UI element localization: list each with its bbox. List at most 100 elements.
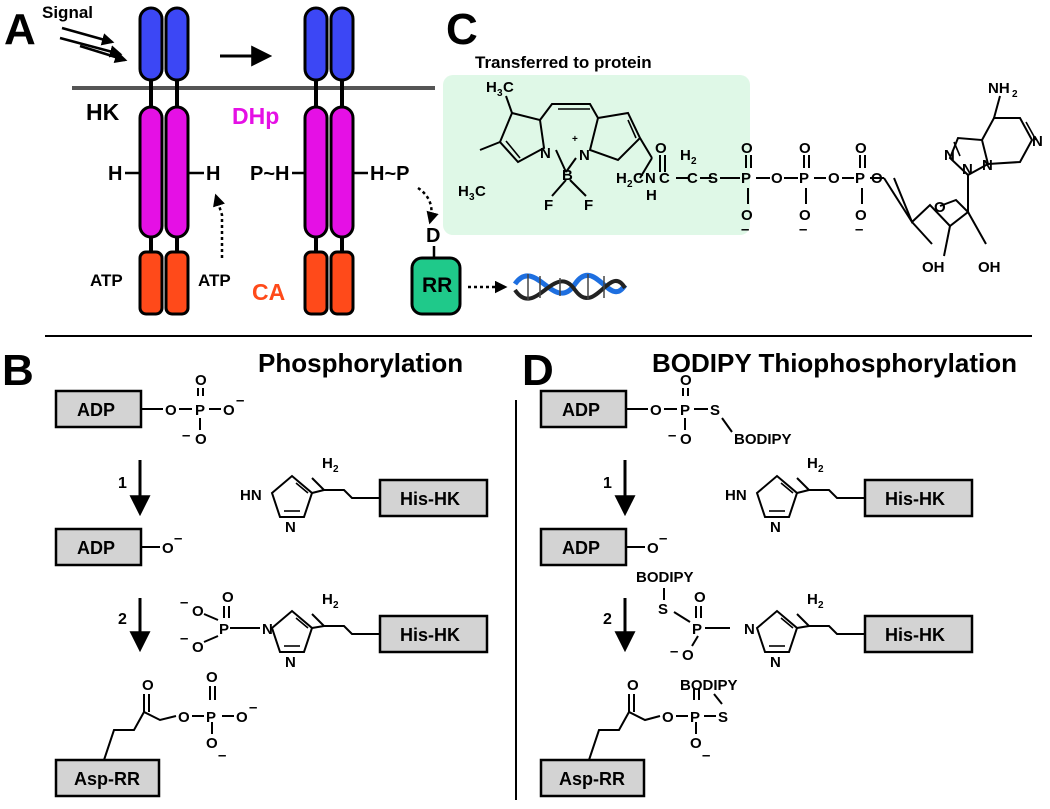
atom-hn: HN <box>725 487 747 504</box>
ca-domain <box>164 250 190 316</box>
atom-o: O <box>871 170 883 187</box>
atom-h: H <box>616 170 627 187</box>
atom-o: O <box>650 402 662 419</box>
atom-o: O <box>682 647 694 664</box>
atom-n: N <box>770 654 781 671</box>
hk-dimer-right <box>292 6 368 316</box>
atom-o: O <box>647 540 659 557</box>
atom-h: H <box>322 591 333 608</box>
rr-label: RR <box>422 274 452 297</box>
asp-rr-box <box>54 758 161 798</box>
his-hk-box <box>863 614 974 654</box>
atom-o: O <box>655 140 667 157</box>
adp-label: ADP <box>562 400 600 420</box>
atom-h: H <box>646 187 657 204</box>
subscript: 2 <box>691 156 697 167</box>
charge-minus: – <box>668 427 676 444</box>
dhp-domain <box>138 105 164 239</box>
atom-n: N <box>962 161 973 178</box>
sensor-domain <box>303 6 329 82</box>
atom-n: N <box>285 654 296 671</box>
atom-n: N <box>944 147 955 164</box>
step-2-label: 2 <box>603 611 612 628</box>
atom-p: P <box>690 709 700 726</box>
atom-c: C <box>633 170 644 187</box>
atom-b: B <box>562 167 573 184</box>
atom-p: P <box>741 170 751 187</box>
atom-p: P <box>799 170 809 187</box>
asp-rr-label: Asp-RR <box>74 769 140 789</box>
charge-minus: – <box>180 594 188 611</box>
transferred-label: Transferred to protein <box>475 53 652 72</box>
charge-minus: – <box>182 427 190 444</box>
subscript: 3 <box>469 192 475 203</box>
panel-label-b: B <box>2 346 34 395</box>
atom-o: O <box>680 372 692 389</box>
his-hk-label: His-HK <box>400 625 460 645</box>
dhp-label: DHp <box>232 103 279 129</box>
charge-minus: – <box>799 221 807 238</box>
asp-d-label: D <box>426 225 440 247</box>
atom-hn: HN <box>240 487 262 504</box>
atom-c: C <box>687 170 698 187</box>
hk-label: HK <box>86 99 120 125</box>
atom-s: S <box>658 601 668 618</box>
asp-rr-box <box>539 758 646 798</box>
atom-n: N <box>1032 133 1043 150</box>
atom-o: O <box>192 639 204 656</box>
atom-p: P <box>219 621 229 638</box>
ca-domain <box>138 250 164 316</box>
atom-h: H <box>807 455 818 472</box>
charge-minus: – <box>249 699 257 716</box>
charge-minus: – <box>180 630 188 647</box>
his-hk-box <box>378 478 489 518</box>
atom-o: O <box>680 431 692 448</box>
adp-box <box>54 527 143 567</box>
hydroxyl: OH <box>978 259 1001 276</box>
atom-o: O <box>162 540 174 557</box>
atom-o: O <box>178 709 190 726</box>
atom-p: P <box>680 402 690 419</box>
atom-o: O <box>236 709 248 726</box>
phosphotransfer-arrow <box>417 186 439 225</box>
panel-label-a: A <box>4 5 36 54</box>
thiophosphorylation-title: BODIPY Thiophosphorylation <box>652 348 1017 378</box>
atom-p: P <box>195 402 205 419</box>
adp-box <box>539 389 628 429</box>
his-hk-label: His-HK <box>885 489 945 509</box>
atom-f: F <box>544 197 553 214</box>
his-hk-box <box>378 614 489 654</box>
charge-minus: – <box>702 747 710 764</box>
panel-label-d: D <box>522 346 554 395</box>
his-hk-label: His-HK <box>885 625 945 645</box>
atom-o: O <box>195 431 207 448</box>
hk-dimer-left <box>125 6 204 316</box>
adp-label: ADP <box>77 400 115 420</box>
atom-n: N <box>262 621 273 638</box>
adp-label: ADP <box>77 538 115 558</box>
sensor-domain <box>138 6 164 82</box>
atom-c: C <box>659 170 670 187</box>
atom-s: S <box>718 709 728 726</box>
hydroxyl: OH <box>922 259 945 276</box>
atom-n: N <box>285 519 296 536</box>
atom-n: N <box>579 147 590 164</box>
panel-c: C Transferred to protein <box>443 5 1043 276</box>
phospho-his-left: P~H <box>250 163 289 185</box>
atom-n: N <box>770 519 781 536</box>
his-hk-box <box>863 478 974 518</box>
subscript: 2 <box>1012 89 1018 100</box>
phospho-his-right: H~P <box>370 163 409 185</box>
transfer-arrow-dashed <box>213 193 225 258</box>
atom-o: O <box>206 735 218 752</box>
dhp-domain <box>329 105 355 239</box>
atom-o: O <box>192 603 204 620</box>
phosphohistidine-1 <box>203 606 380 653</box>
his-hk-label: His-HK <box>400 489 460 509</box>
subscript: 2 <box>627 179 633 190</box>
atom-o: O <box>799 207 811 224</box>
atom-n: N <box>645 170 656 187</box>
atom-f: F <box>584 197 593 214</box>
thioacylphosphate <box>588 688 723 761</box>
